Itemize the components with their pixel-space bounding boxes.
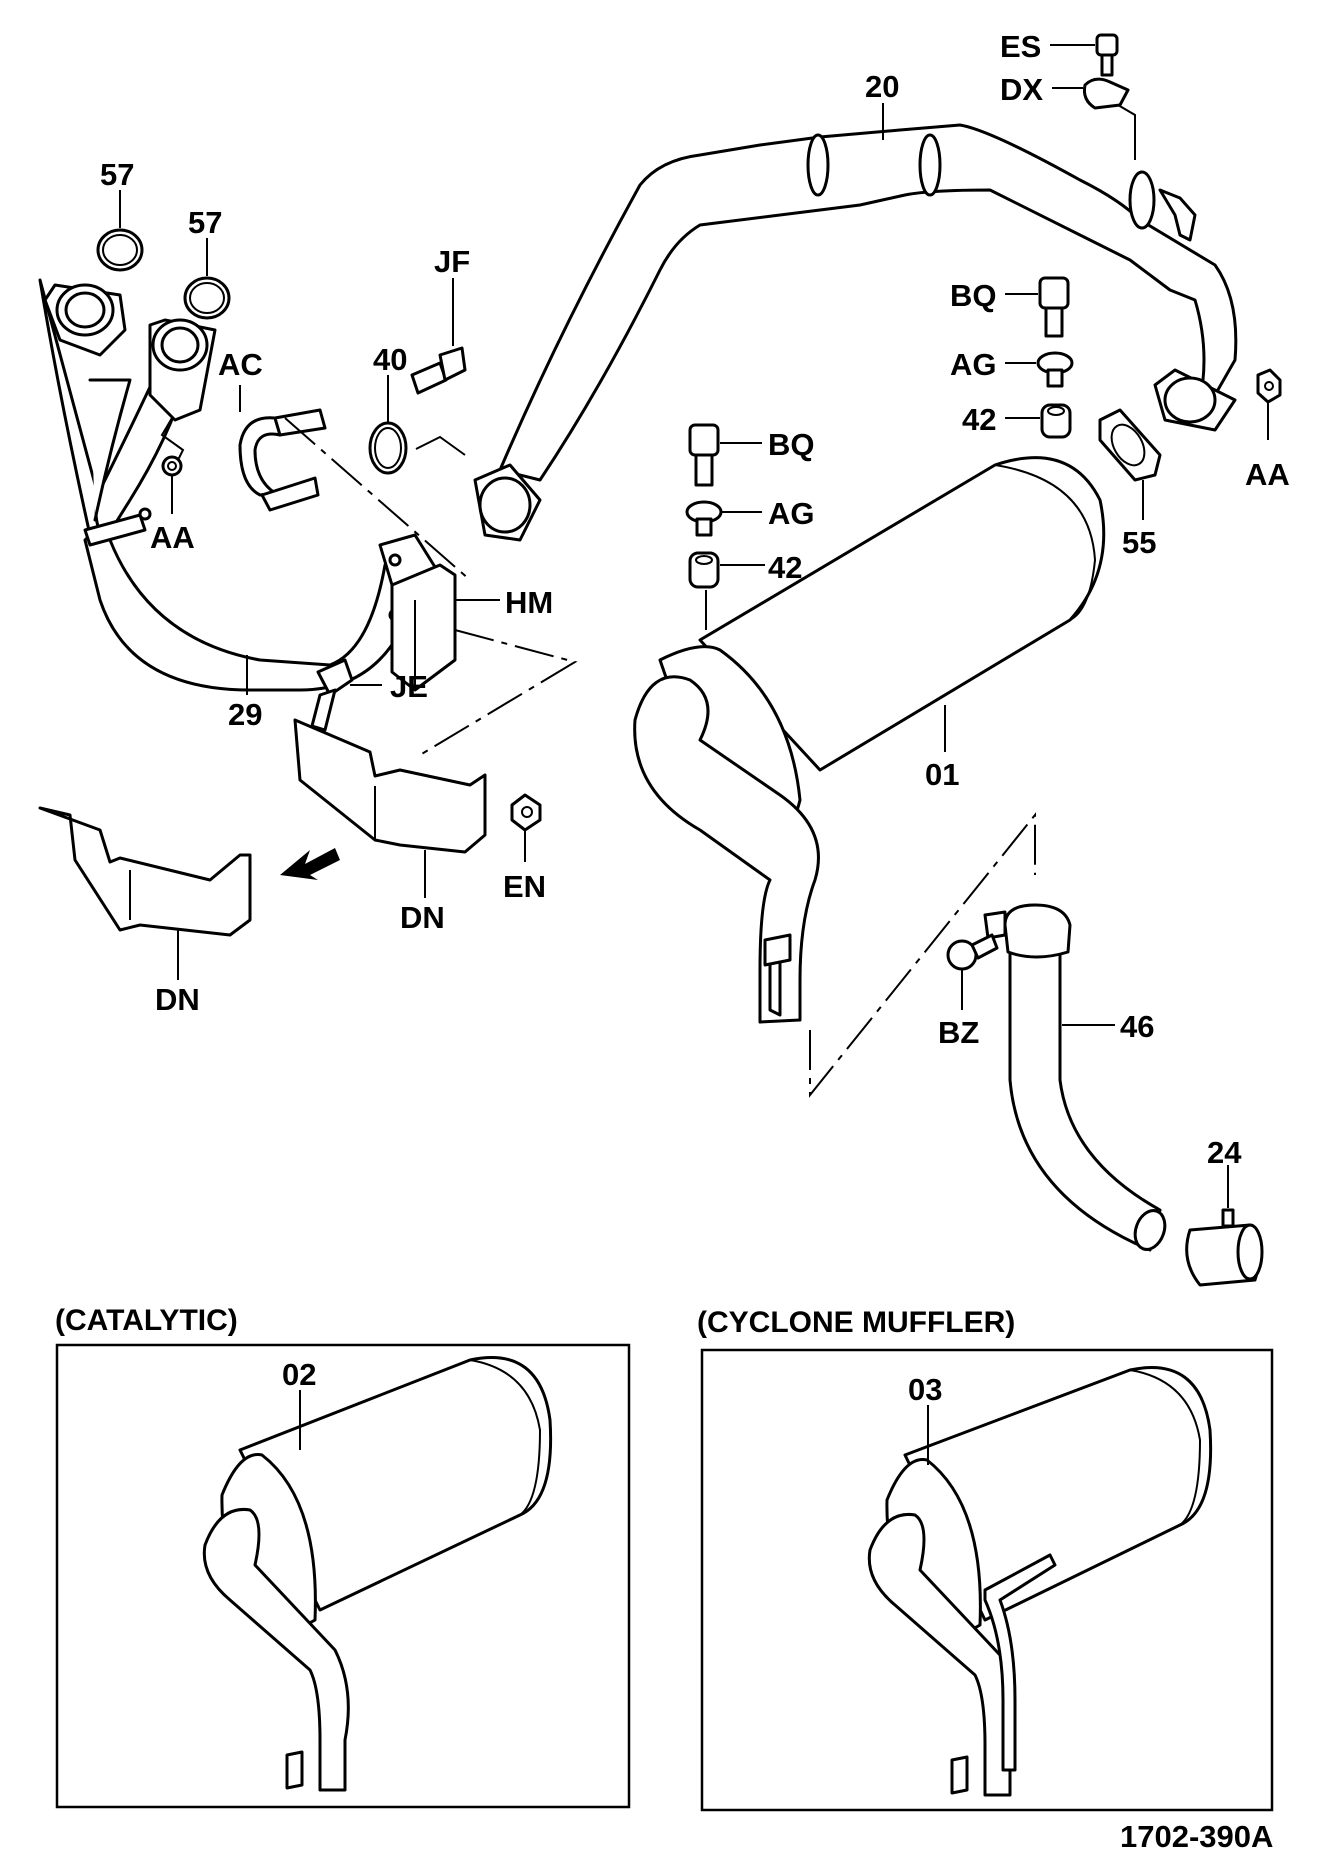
callout-je[interactable]: JE: [390, 669, 428, 704]
callout-46[interactable]: 46: [1120, 1009, 1154, 1044]
callout-en[interactable]: EN: [503, 869, 546, 904]
callout-57-a[interactable]: 57: [100, 157, 134, 192]
leader-tail-dash: [809, 812, 1036, 1098]
bolt-bq-lower[interactable]: [688, 423, 720, 487]
callout-hm[interactable]: HM: [505, 585, 553, 620]
center-pipe-20[interactable]: [473, 123, 1238, 542]
callout-55[interactable]: 55: [1122, 525, 1156, 560]
leader-dx-to-pipe: [1117, 104, 1136, 160]
callout-29[interactable]: 29: [228, 697, 262, 732]
callout-aa-right[interactable]: AA: [1245, 457, 1290, 492]
callout-bz[interactable]: BZ: [938, 1015, 979, 1050]
muffler-02[interactable]: [202, 1356, 553, 1792]
callout-02[interactable]: 02: [282, 1357, 316, 1392]
gasket-40[interactable]: [368, 421, 408, 475]
bolt-es[interactable]: [1095, 33, 1119, 77]
callout-aa-left[interactable]: AA: [150, 520, 195, 555]
callout-20[interactable]: 20: [865, 69, 899, 104]
rubber-mount-42-lower[interactable]: [688, 551, 720, 589]
leader-ac-dash: [284, 417, 471, 581]
bracket-dn-left[interactable]: [38, 806, 252, 937]
leader-jf-to-flange: [415, 435, 466, 456]
nut-aa-left[interactable]: [160, 417, 185, 477]
figure-code: 1702-390A: [1120, 1819, 1273, 1854]
gasket-57-a[interactable]: [96, 228, 144, 272]
callout-bq-lower[interactable]: BQ: [768, 427, 815, 462]
rubber-mount-42-upper[interactable]: [1040, 403, 1072, 439]
callout-dn-left[interactable]: DN: [155, 982, 200, 1017]
callout-03[interactable]: 03: [908, 1372, 942, 1407]
callout-01[interactable]: 01: [925, 757, 959, 792]
bolt-jf[interactable]: [410, 346, 467, 395]
callout-bq-upper[interactable]: BQ: [950, 278, 997, 313]
callout-ac[interactable]: AC: [218, 347, 263, 382]
callout-jf[interactable]: JF: [434, 244, 470, 279]
bracket-hm[interactable]: [390, 563, 457, 692]
variant-heading-catalytic: (CATALYTIC): [55, 1304, 238, 1337]
callout-40[interactable]: 40: [373, 342, 407, 377]
bolt-bz[interactable]: [946, 933, 999, 971]
muffler-01[interactable]: [633, 456, 1106, 1024]
variant-heading-cyclone: (CYCLONE MUFFLER): [697, 1306, 1015, 1339]
front-pipe-29[interactable]: [38, 278, 442, 692]
callout-ag-upper[interactable]: AG: [950, 347, 997, 382]
muffler-03[interactable]: [867, 1366, 1213, 1797]
variant-panel-cyclone: [700, 1348, 1274, 1812]
washer-ag-lower[interactable]: [685, 500, 723, 537]
bolt-bq-upper[interactable]: [1038, 276, 1070, 338]
gasket-57-b[interactable]: [183, 276, 231, 320]
direction-arrow-icon: [280, 848, 340, 880]
callout-42-upper[interactable]: 42: [962, 402, 996, 437]
tail-pipe-46[interactable]: [983, 903, 1170, 1254]
callout-24[interactable]: 24: [1207, 1135, 1242, 1170]
bracket-dn-center[interactable]: [293, 718, 487, 854]
clamp-24[interactable]: [1185, 1208, 1264, 1287]
washer-ag-upper[interactable]: [1036, 351, 1074, 388]
clip-dx[interactable]: [1083, 77, 1130, 110]
callout-dx[interactable]: DX: [1000, 72, 1043, 107]
nut-en[interactable]: [510, 793, 542, 832]
gasket-55[interactable]: [1098, 408, 1162, 482]
callout-57-b[interactable]: 57: [188, 205, 222, 240]
nut-aa-right[interactable]: [1256, 368, 1282, 404]
callout-dn-center[interactable]: DN: [400, 900, 445, 935]
callout-42-lower[interactable]: 42: [768, 550, 802, 585]
bolt-je[interactable]: [310, 658, 354, 732]
callout-ag-lower[interactable]: AG: [768, 496, 815, 531]
leader-hm-dash: [419, 629, 578, 756]
callout-es[interactable]: ES: [1000, 29, 1041, 64]
u-bolt-ac[interactable]: [238, 408, 327, 512]
variant-panel-catalytic: [55, 1343, 631, 1809]
